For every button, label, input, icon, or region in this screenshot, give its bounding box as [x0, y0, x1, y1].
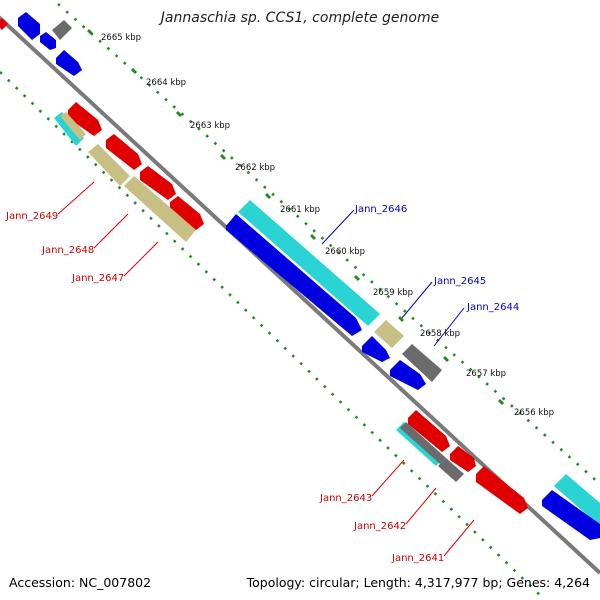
feature-arrow — [140, 166, 176, 200]
feature-arrow — [226, 214, 362, 336]
feature-block — [60, 112, 86, 140]
ruler-label: 2658 kbp — [420, 329, 460, 339]
feature-cluster-lower — [396, 410, 528, 514]
gene-labels: Jann_2649 Jann_2648 Jann_2647 Jann_2646 … — [5, 204, 519, 564]
feature-cluster-left — [54, 102, 204, 242]
feature-block — [124, 176, 196, 242]
gene-label[interactable]: Jann_2643 — [319, 493, 372, 504]
map-title: Jannaschia sp. CCS1, complete genome — [160, 10, 440, 26]
ruler-guide-inner — [0, 71, 546, 600]
feature-arrow — [450, 446, 476, 472]
ruler-tick — [397, 315, 405, 323]
feature-block — [52, 20, 72, 40]
accession-text: Accession: NC_007802 — [9, 575, 152, 590]
ruler-tick — [86, 28, 94, 36]
feature-arrow — [56, 50, 82, 76]
feature-arrow — [476, 466, 528, 514]
feature-arrow — [68, 102, 102, 136]
ruler-labels: 2665 kbp 2664 kbp 2663 kbp 2662 kbp 2661… — [101, 33, 554, 418]
feature-block — [238, 200, 380, 326]
ruler-label: 2664 kbp — [146, 78, 186, 88]
gene-label[interactable]: Jann_2641 — [391, 553, 444, 564]
feature-cluster-right — [542, 474, 600, 540]
ruler-label: 2663 kbp — [190, 121, 230, 131]
feature-cluster-center — [226, 200, 442, 390]
feature-block — [438, 458, 464, 482]
feature-arrow — [106, 134, 142, 170]
ruler-tick — [130, 67, 138, 75]
ruler-label: 2659 kbp — [373, 288, 413, 298]
callout-line — [405, 487, 437, 525]
feature-arrow — [0, 18, 8, 30]
ruler-tick — [309, 233, 317, 241]
callout-line — [57, 181, 95, 215]
ruler-label: 2662 kbp — [235, 163, 275, 173]
feature-arrow — [170, 196, 204, 230]
feature-arrow — [18, 12, 40, 40]
ruler-label: 2656 kbp — [514, 408, 554, 418]
ruler-tick — [497, 398, 505, 406]
feature-block — [374, 320, 404, 348]
callout-line — [433, 307, 465, 347]
callout-line — [371, 459, 405, 497]
gene-label[interactable]: Jann_2648 — [41, 245, 94, 256]
ruler-label: 2665 kbp — [101, 33, 141, 43]
ruler-label: 2657 kbp — [466, 369, 506, 379]
feature-arrow — [40, 32, 56, 50]
ruler-ticks — [86, 28, 505, 406]
ruler-label: 2661 kbp — [280, 205, 320, 215]
callout-line — [123, 241, 159, 277]
feature-block — [400, 422, 446, 464]
callout-line — [401, 281, 433, 319]
gene-label[interactable]: Jann_2644 — [466, 302, 519, 313]
ruler-tick — [353, 274, 361, 282]
gene-label[interactable]: Jann_2642 — [353, 521, 406, 532]
feature-block — [402, 344, 442, 382]
feature-arrow — [390, 360, 426, 390]
feature-arrow — [542, 490, 600, 540]
gene-label[interactable]: Jann_2645 — [433, 276, 486, 287]
callout-line — [321, 209, 355, 245]
feature-block — [54, 112, 84, 146]
feature-block — [88, 144, 130, 186]
ruler-label: 2660 kbp — [325, 247, 365, 257]
ruler-tick — [442, 355, 450, 363]
ruler-tick — [219, 153, 227, 161]
topology-summary: Topology: circular; Length: 4,317,977 bp… — [246, 575, 590, 590]
ruler-tick — [175, 110, 183, 118]
ruler-tick — [264, 192, 272, 200]
feature-block — [554, 474, 600, 526]
gene-callouts — [57, 181, 475, 557]
feature-blocks-upper — [0, 12, 82, 76]
callout-line — [443, 519, 475, 557]
feature-arrow — [408, 410, 450, 452]
gene-label[interactable]: Jann_2646 — [354, 204, 407, 215]
gene-label[interactable]: Jann_2649 — [5, 211, 58, 222]
callout-line — [93, 213, 129, 249]
feature-arrow — [362, 336, 390, 362]
gene-label[interactable]: Jann_2647 — [71, 273, 124, 284]
